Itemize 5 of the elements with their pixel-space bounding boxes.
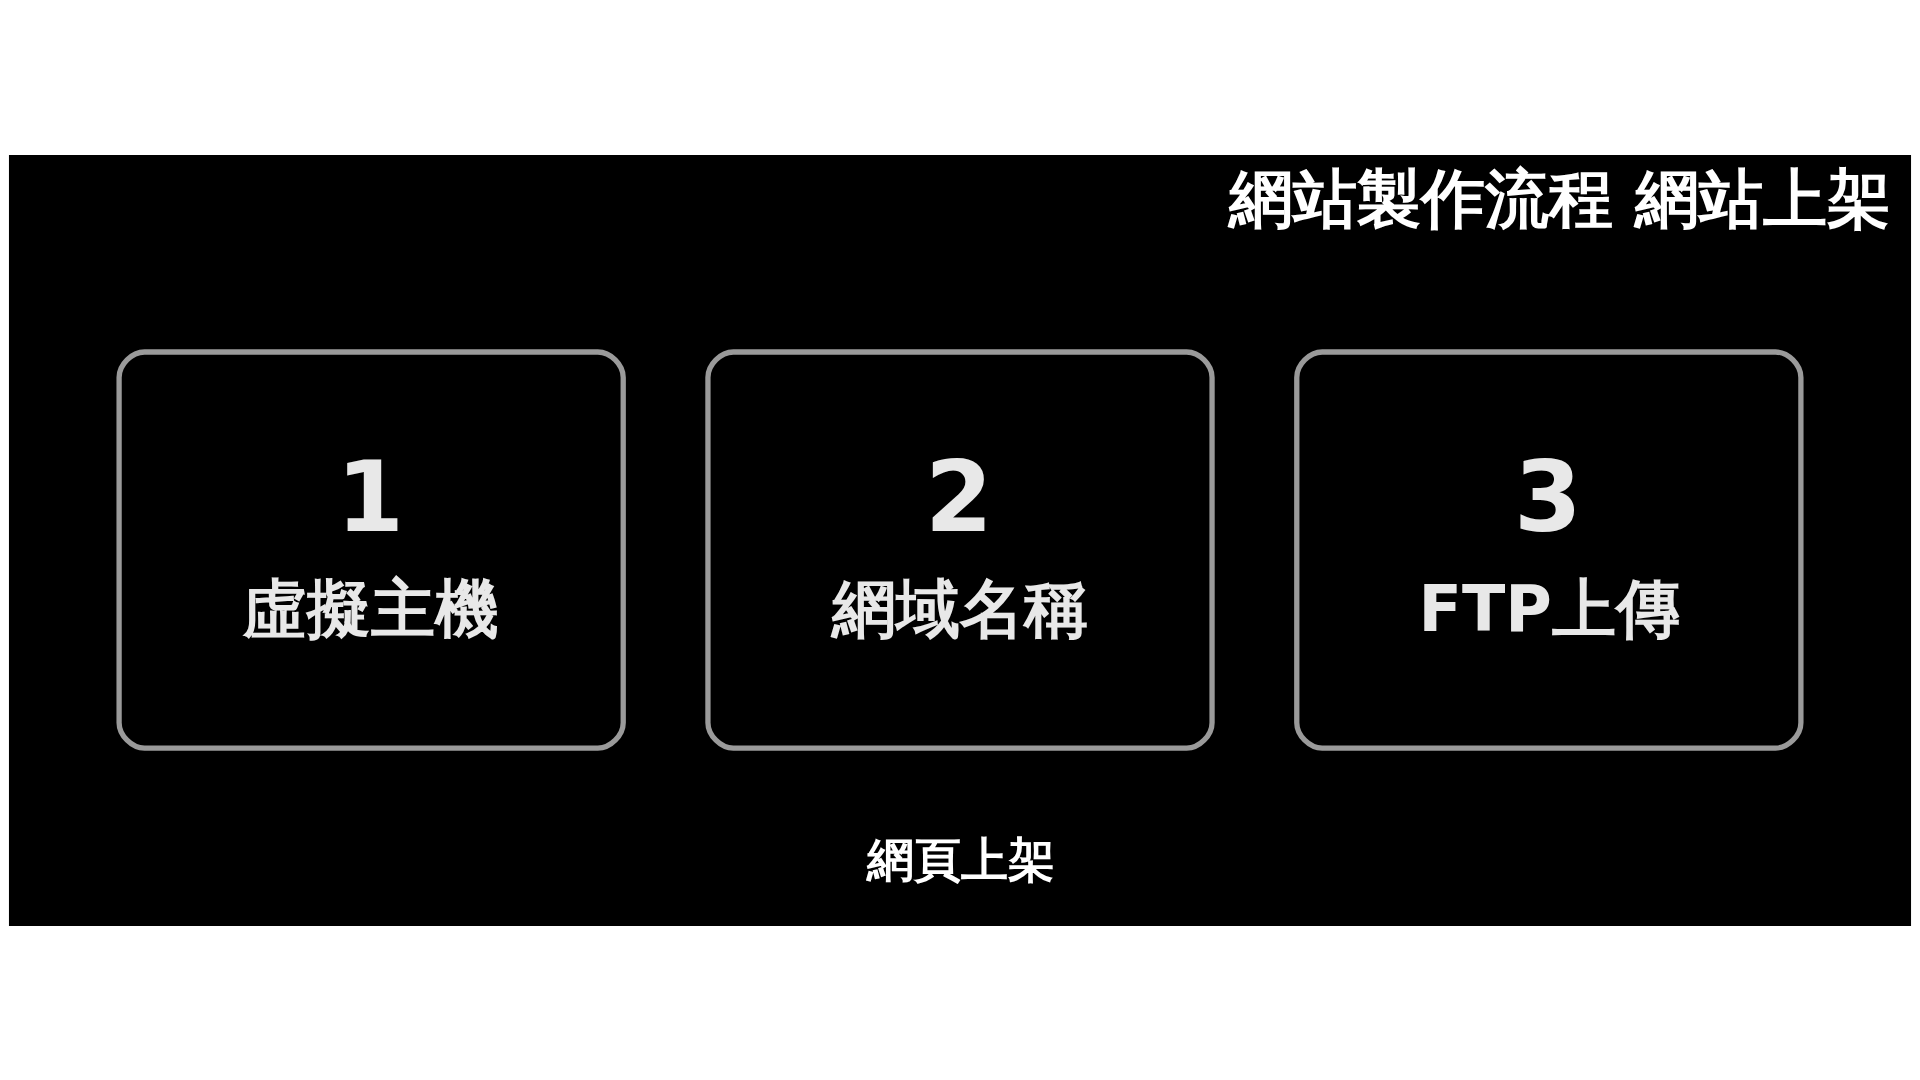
node-box: 2 網域名稱 [705, 348, 1215, 751]
diagram-title: 網站製作流程 網站上架 [1229, 161, 1892, 236]
node-box: 1 虛擬主機 [116, 348, 626, 751]
node-box: 3 FTP上傳 [1294, 348, 1804, 751]
caption: 網頁上架 [866, 832, 1055, 887]
